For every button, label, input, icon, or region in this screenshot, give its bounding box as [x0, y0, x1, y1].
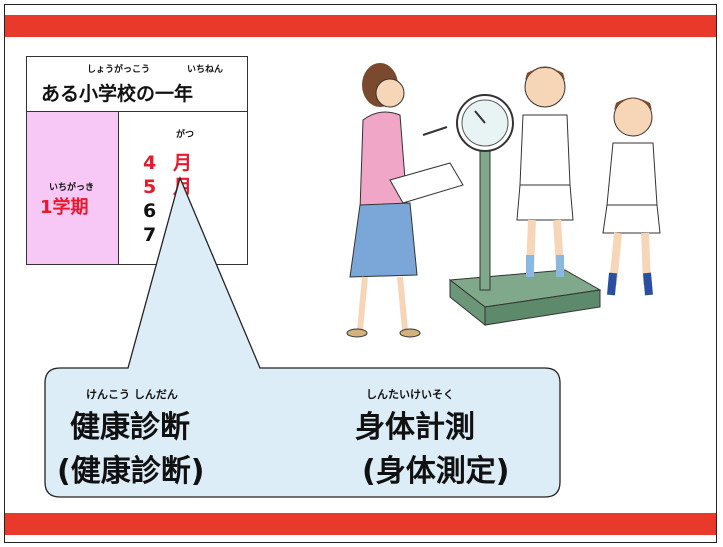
boy-on-scale [516, 66, 574, 277]
callout-left-sub: (健康診断) [57, 454, 205, 489]
schedule-header: しょうがっこう いちねん ある小学校の一年 [27, 57, 247, 112]
term-cell: いちがっき 1学期 [27, 112, 119, 264]
schedule-title: ある小学校の一年 [41, 83, 194, 105]
school-year-schedule: しょうがっこう いちねん ある小学校の一年 いちがっき 1学期 がつ 4月 5月… [26, 56, 248, 265]
title-ruby-year: いちねん [187, 65, 224, 75]
callout-right-sub: (身体測定) [362, 454, 510, 489]
callout-left-main: 健康診断 [70, 410, 190, 445]
bottom-stripe [5, 513, 716, 535]
callout-shape [44, 176, 561, 498]
boy-waiting [602, 97, 661, 296]
month-ruby: がつ [176, 130, 195, 140]
health-check-illustration [346, 63, 661, 338]
callout-right-ruby: しんたいけいそく [366, 388, 454, 401]
callout-right-main: 身体計測 [355, 410, 475, 445]
scale-icon [448, 94, 602, 327]
top-stripe [5, 15, 716, 37]
title-ruby-school: しょうがっこう [87, 65, 151, 75]
slide-frame [4, 4, 717, 543]
term-label: 1学期 [40, 197, 89, 218]
term-ruby: いちがっき [49, 183, 95, 193]
callout-left-ruby: けんこう しんだん [86, 388, 178, 401]
nurse-figure [346, 63, 464, 338]
